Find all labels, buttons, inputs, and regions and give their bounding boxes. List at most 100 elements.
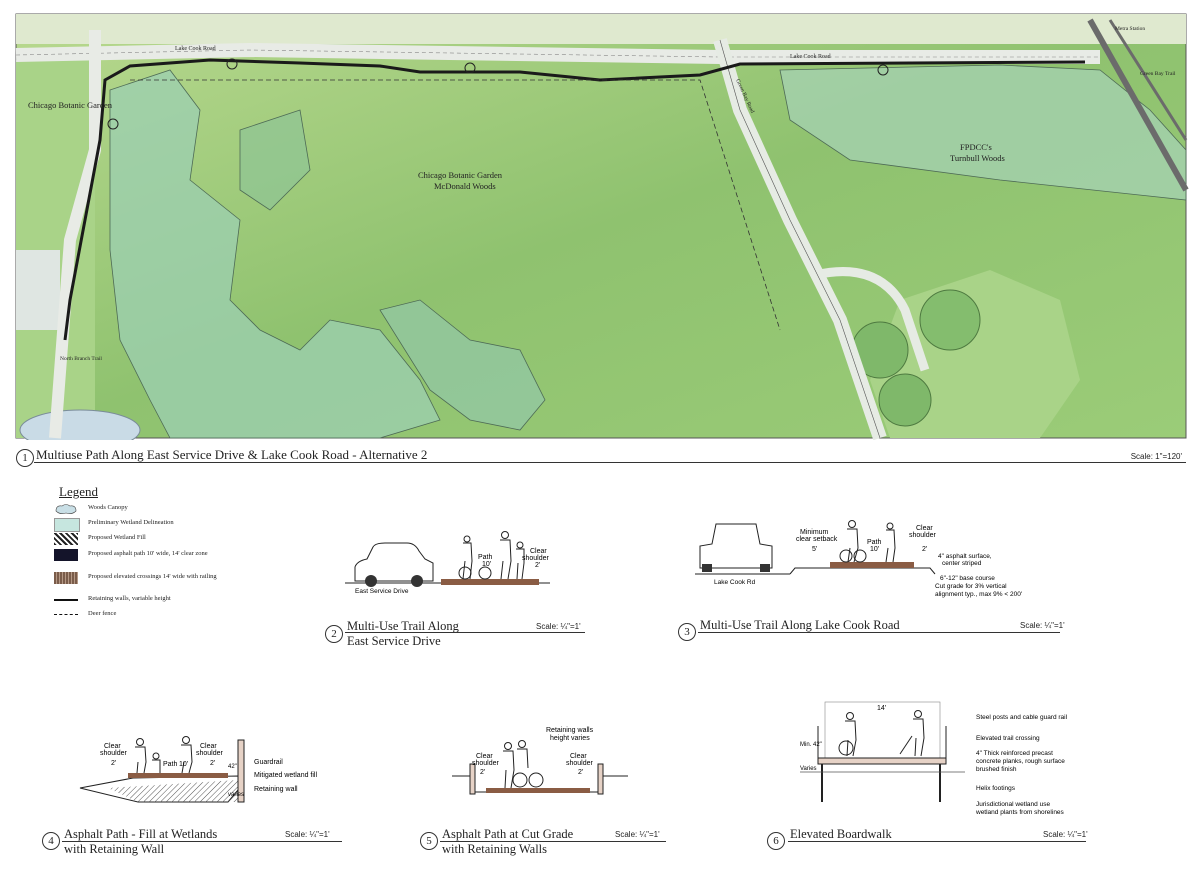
- sec3-shoulder: shoulder: [909, 532, 937, 539]
- sec4-path-width: 10': [179, 761, 188, 768]
- sec4-shoulder-left: shoulder: [100, 750, 128, 757]
- label-lake-cook-right: Lake Cook Road: [790, 54, 831, 60]
- sec3-path-label: Path: [867, 539, 882, 546]
- truck-icon: [699, 523, 773, 569]
- legend-item-fill: Proposed Wetland Fill: [54, 533, 284, 547]
- section-5-number: 5: [420, 832, 438, 850]
- retaining-wall-left: [469, 763, 476, 795]
- deer-fence-swatch: [54, 614, 78, 615]
- sec5-walls-1: Retaining walls: [546, 727, 594, 734]
- crossing-marker-4: [877, 64, 889, 76]
- label-lake-cook-left: Lake Cook Road: [175, 46, 216, 52]
- legend-item-crossing: Proposed elevated crossings 14' wide wit…: [54, 572, 284, 592]
- label-mcdonald-2: McDonald Woods: [434, 181, 496, 191]
- sec3-note-3a: Cut grade for 3% vertical: [935, 583, 1007, 590]
- wetland-swatch: [54, 518, 80, 532]
- sec6-note-3c: brushed finish: [976, 766, 1017, 773]
- legend-item-fence: Deer fence: [54, 609, 284, 623]
- title-rule: [34, 462, 1186, 463]
- sec3-note-2: 6"-12" base course: [940, 575, 995, 582]
- legend-label: Woods Canopy: [88, 504, 128, 511]
- sec4-wall: Retaining wall: [254, 786, 298, 793]
- retaining-wall-swatch: [54, 599, 78, 601]
- path-surface: [128, 773, 228, 778]
- sec5-walls-2: height varies: [550, 735, 590, 742]
- access-road: [813, 267, 930, 372]
- wetland-area-2: [379, 299, 546, 431]
- section-4-drawing: Clear shoulder 2' Path 10' Clear shoulde…: [79, 736, 317, 803]
- section-2-number: 2: [325, 625, 343, 643]
- sec3-shoulder-width: 2': [922, 546, 927, 553]
- elevated-crossing-swatch: [54, 572, 78, 584]
- retaining-wall: [237, 739, 245, 803]
- site-plan-map: Lake Cook Road Lake Cook Road Chicago Bo…: [15, 13, 1189, 440]
- crossing-marker-3: [107, 118, 119, 130]
- deer-fence: [130, 79, 781, 331]
- label-mcdonald-1: Chicago Botanic Garden: [418, 170, 503, 180]
- service-drive: [49, 30, 101, 439]
- sec3-clear: Clear: [916, 525, 933, 532]
- section-4-scale: Scale: ¼"=1': [285, 830, 330, 839]
- proposed-asphalt-path: [63, 58, 1086, 341]
- path-surface: [486, 788, 590, 793]
- asphalt-path-swatch: [54, 549, 78, 561]
- sec4-shoulder-width-left: 2': [111, 760, 116, 767]
- section-6-title: Elevated Boardwalk: [790, 827, 892, 841]
- botanic-garden-area: [16, 60, 95, 438]
- plan-title-row: 1 Multiuse Path Along East Service Drive…: [16, 446, 1186, 467]
- section-4-number: 4: [42, 832, 60, 850]
- section-6-scale: Scale: ¼"=1': [1043, 830, 1088, 839]
- section-2-title: Multi-Use Trail Along: [347, 619, 459, 633]
- sec3-road-label: Lake Cook Rd: [714, 579, 756, 586]
- section-6-drawing: 14' Min. 42" Varies Steel posts and cabl…: [800, 701, 1068, 816]
- sec6-note-3a: 4" Thick reinforced precast: [976, 750, 1053, 757]
- pedestrian-figures-icon: [135, 736, 193, 774]
- section-5-title: Asphalt Path at Cut Grade: [442, 827, 574, 841]
- sec6-note-5b: wetland plants from shorelines: [975, 809, 1065, 816]
- legend-label: Proposed asphalt path 10' wide, 14' clea…: [88, 550, 208, 557]
- car-icon: [354, 542, 434, 582]
- plan-scale: Scale: 1"=120': [1130, 452, 1182, 461]
- sec4-height: 42": [228, 764, 237, 770]
- path-surface: [441, 579, 539, 585]
- sec4-guardrail: Guardrail: [254, 759, 283, 766]
- legend-item-walls: Retaining walls, variable height: [54, 594, 284, 608]
- section-5-rule: [440, 841, 666, 842]
- sec4-fill: Mitigated wetland fill: [254, 772, 317, 779]
- section-4-title: Asphalt Path - Fill at Wetlands: [64, 827, 218, 841]
- sec2-shoulder-width: 2': [535, 562, 540, 569]
- sec6-width: 14': [877, 705, 886, 712]
- section-5-scale: Scale: ¼"=1': [615, 830, 660, 839]
- retaining-wall-right: [597, 763, 604, 795]
- woods-canopy-3: [919, 289, 981, 351]
- section-3-scale: Scale: ¼"=1': [1020, 621, 1065, 630]
- sec4-shoulder-width-right: 2': [210, 760, 215, 767]
- woods-canopy-2: [878, 373, 932, 427]
- sec4-clear-left: Clear: [104, 743, 121, 750]
- label-green-bay-trail: Green Bay Trail: [1140, 71, 1176, 77]
- label-botanic-garden: Chicago Botanic Garden: [28, 100, 113, 110]
- sec4-clear-right: Clear: [200, 743, 217, 750]
- label-north-branch: North Branch Trail: [60, 356, 102, 362]
- legend-item-path: Proposed asphalt path 10' wide, 14' clea…: [54, 549, 284, 569]
- legend-title: Legend: [59, 484, 98, 499]
- cyclist-pedestrian-icon: [839, 520, 896, 563]
- section-6-rule: [788, 841, 1086, 842]
- sec4-shoulder-right: shoulder: [196, 750, 224, 757]
- sec2-clear: Clear: [530, 548, 547, 555]
- sec2-path-width: 10': [482, 561, 491, 568]
- section-3-number: 3: [678, 623, 696, 641]
- pedestrian-figures-icon: [458, 531, 525, 580]
- label-metra: Metra Station: [1115, 26, 1145, 32]
- sec3-setback-1: Minimum: [800, 529, 829, 536]
- legend-item-woods: Woods Canopy: [54, 503, 284, 517]
- sec2-road-label: East Service Drive: [355, 588, 409, 595]
- sec5-clear-left: Clear: [476, 753, 493, 760]
- sec5-shoulder-right: shoulder: [566, 760, 594, 767]
- section-4-title-line2: with Retaining Wall: [64, 842, 165, 856]
- sec3-setback-2: clear setback: [796, 536, 838, 543]
- section-5-drawing: Retaining walls height varies Clear shou…: [452, 727, 628, 795]
- sec4-path-label: Path: [163, 761, 178, 768]
- sec6-varies: Varies: [800, 766, 817, 772]
- section-2-drawing: Path 10' Clear shoulder 2' East Service …: [345, 531, 550, 595]
